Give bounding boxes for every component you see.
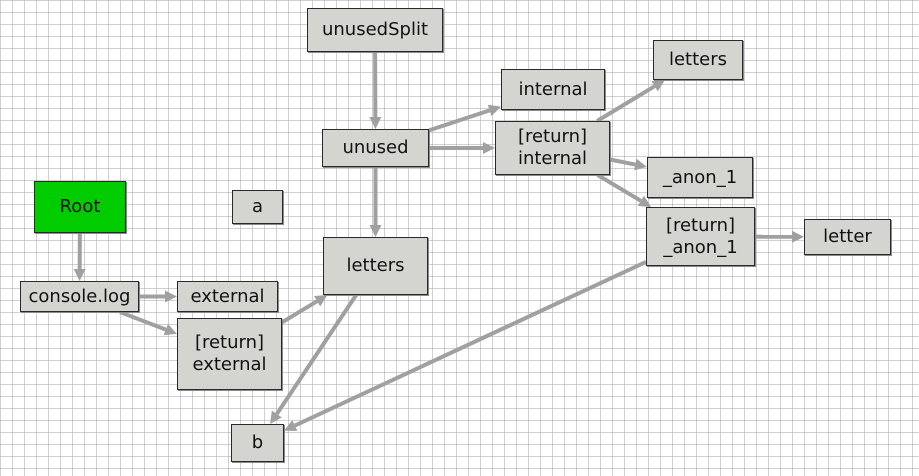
edge-arrowhead <box>487 104 501 117</box>
edge-letters_mid-to-b <box>270 293 358 424</box>
edge-console_log-to-return_external <box>119 310 177 336</box>
edge-unusedSplit-to-unused <box>369 51 382 129</box>
node-letters-top[interactable]: letters <box>653 40 743 80</box>
node-a[interactable]: a <box>232 190 283 224</box>
edge-arrowhead <box>73 268 86 281</box>
node-label: b <box>251 432 264 453</box>
edge-arrowhead <box>791 230 804 243</box>
node-unusedsplit[interactable]: unusedSplit <box>307 8 443 52</box>
edge-arrowhead <box>284 420 298 432</box>
edge-unused-to-internal <box>428 104 501 133</box>
node-label: Root <box>59 196 101 217</box>
node-label-line2: external <box>192 354 267 375</box>
node-internal[interactable]: internal <box>501 69 605 110</box>
edge-line <box>119 310 167 332</box>
node-letter[interactable]: letter <box>804 219 891 255</box>
edge-unused-to-letters_mid <box>369 167 382 237</box>
edge-arrowhead <box>163 323 177 336</box>
node-anon-1[interactable]: _anon_1 <box>647 157 753 198</box>
edge-return_internal-to-anon1 <box>609 157 647 171</box>
edge-arrowhead <box>369 225 382 237</box>
node-letters-mid[interactable]: letters <box>323 237 428 295</box>
edge-arrowhead <box>165 290 177 303</box>
node-label-line1: [return] <box>517 126 588 147</box>
node-console-log[interactable]: console.log <box>20 281 139 312</box>
edge-unused-to-return_internal <box>429 142 495 154</box>
edge-arrowhead <box>634 158 647 171</box>
node-b[interactable]: b <box>231 424 284 462</box>
edge-line <box>428 108 491 133</box>
node-root[interactable]: Root <box>34 181 126 233</box>
node-label-line1: [return] <box>665 214 736 236</box>
node-label: unused <box>342 137 409 158</box>
node-label-line2: _anon_1 <box>663 236 738 258</box>
node-label-line1: [return] <box>194 332 265 353</box>
node-external[interactable]: external <box>177 281 278 312</box>
edge-line <box>280 299 319 325</box>
edge-arrowhead <box>651 80 665 92</box>
edge-line <box>275 293 358 416</box>
node-return-anon-1[interactable]: [return] _anon_1 <box>646 207 755 266</box>
edge-return_internal-to-letters_top <box>596 80 665 123</box>
node-label: _anon_1 <box>662 166 738 188</box>
node-label: letter <box>823 226 872 247</box>
node-label: external <box>190 285 265 307</box>
node-label: console.log <box>28 285 131 307</box>
node-label: a <box>251 196 264 217</box>
edge-return_anon1-to-letter <box>754 230 804 243</box>
node-label: letters <box>668 49 728 70</box>
edge-root-to-console_log <box>73 232 86 281</box>
edge-return_internal-to-return_anon1 <box>596 173 652 207</box>
edge-arrowhead <box>270 410 282 424</box>
edge-return_anon1-to-b <box>284 260 647 432</box>
node-label: internal <box>518 78 588 100</box>
edge-console_log-to-external <box>139 290 177 303</box>
edge-line <box>294 260 647 428</box>
node-return-external[interactable]: [return] external <box>177 318 282 390</box>
edge-return_external-to-letters_mid <box>280 295 328 325</box>
edge-arrowhead <box>369 116 382 129</box>
node-label: letters <box>346 255 405 276</box>
edge-arrowhead <box>637 195 652 207</box>
edge-arrowhead <box>314 295 328 307</box>
edge-line <box>596 84 656 123</box>
edge-arrowhead <box>483 142 495 154</box>
node-return-internal[interactable]: [return] internal <box>495 121 610 175</box>
edge-line <box>609 157 636 167</box>
node-label: unusedSplit <box>321 19 428 40</box>
node-unused[interactable]: unused <box>322 129 429 167</box>
node-label-line2: internal <box>517 148 588 169</box>
edge-line <box>596 173 642 203</box>
